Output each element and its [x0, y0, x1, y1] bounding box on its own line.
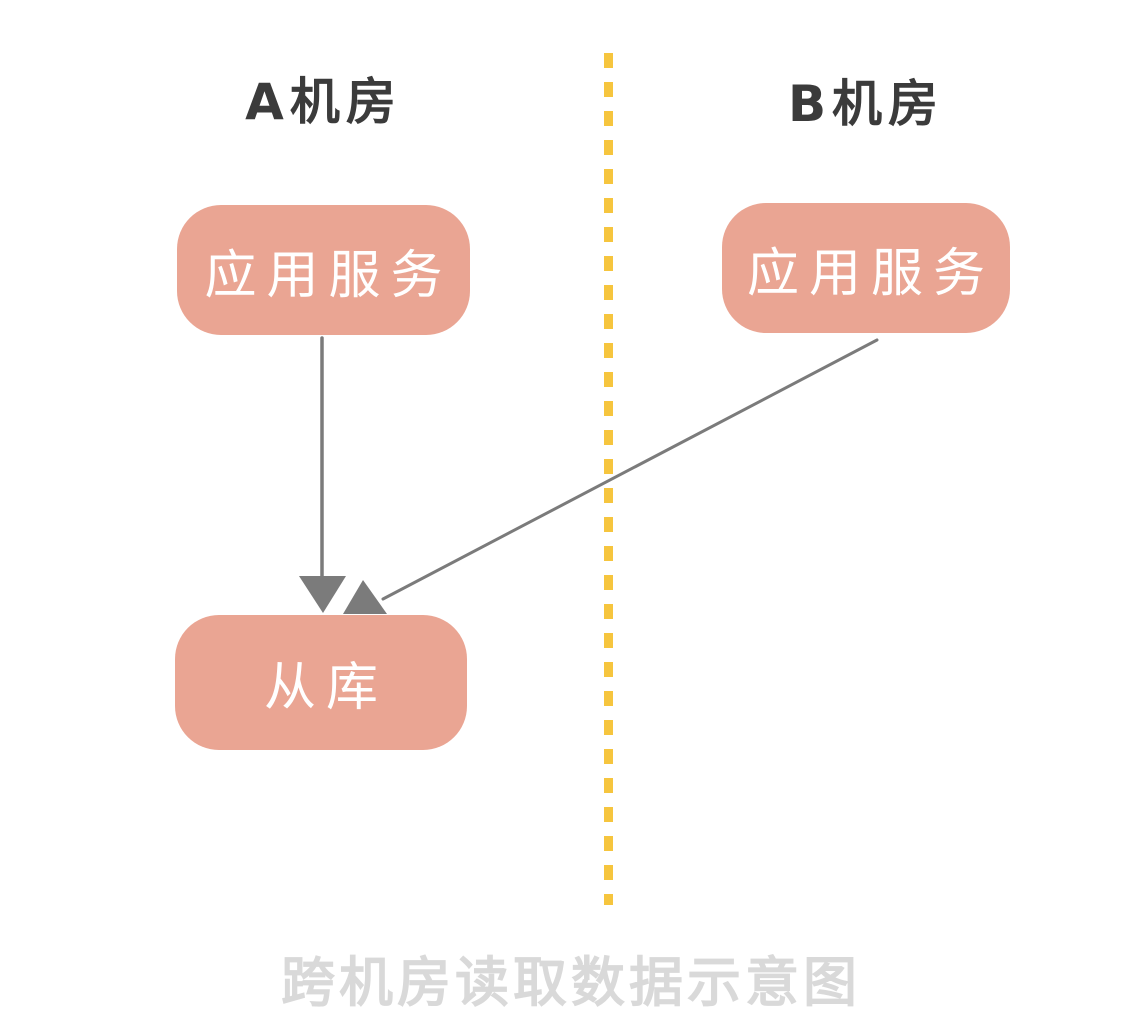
datacenter-divider-dashed-line: [604, 53, 613, 905]
zone-label-a: A机房: [245, 73, 402, 131]
arrow-app-a-to-slave-head: [299, 576, 346, 613]
zone-label-b: B机房: [787, 75, 945, 133]
arrow-app-a-to-slave: [299, 336, 346, 613]
arrow-app-b-to-slave-shaft: [381, 338, 879, 601]
node-slave-db: 从库: [175, 615, 467, 750]
node-app-service-a: 应用服务: [177, 205, 470, 335]
node-app-service-b: 应用服务: [722, 203, 1010, 333]
diagram-caption: 跨机房读取数据示意图: [281, 951, 861, 1014]
arrow-app-b-to-slave-head: [343, 580, 387, 614]
